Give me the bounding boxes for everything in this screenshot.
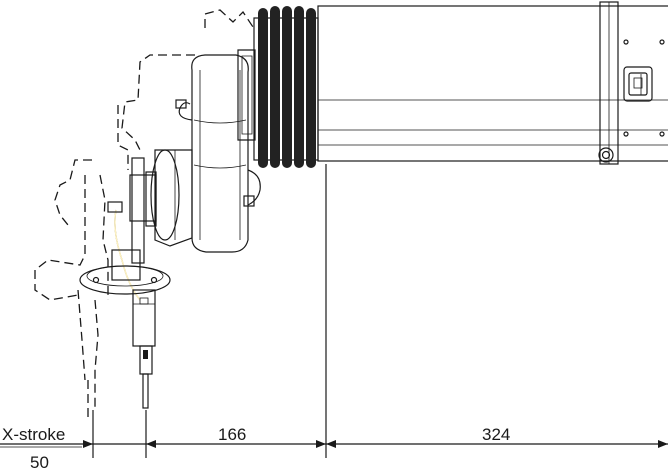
- knob-icon: [598, 147, 614, 163]
- bellows: [253, 6, 319, 168]
- arm-length-label: 166: [218, 425, 246, 444]
- linear-actuator-body: [317, 1, 668, 165]
- connector-icon: [623, 66, 653, 102]
- robot-arm: [79, 49, 261, 409]
- x-stroke-label: X-stroke: [2, 425, 65, 444]
- alternate-position-outline: [34, 9, 256, 420]
- x-stroke-value: 50: [30, 453, 49, 472]
- body-length-label: 324: [482, 425, 510, 444]
- dimension-lines: [0, 164, 668, 458]
